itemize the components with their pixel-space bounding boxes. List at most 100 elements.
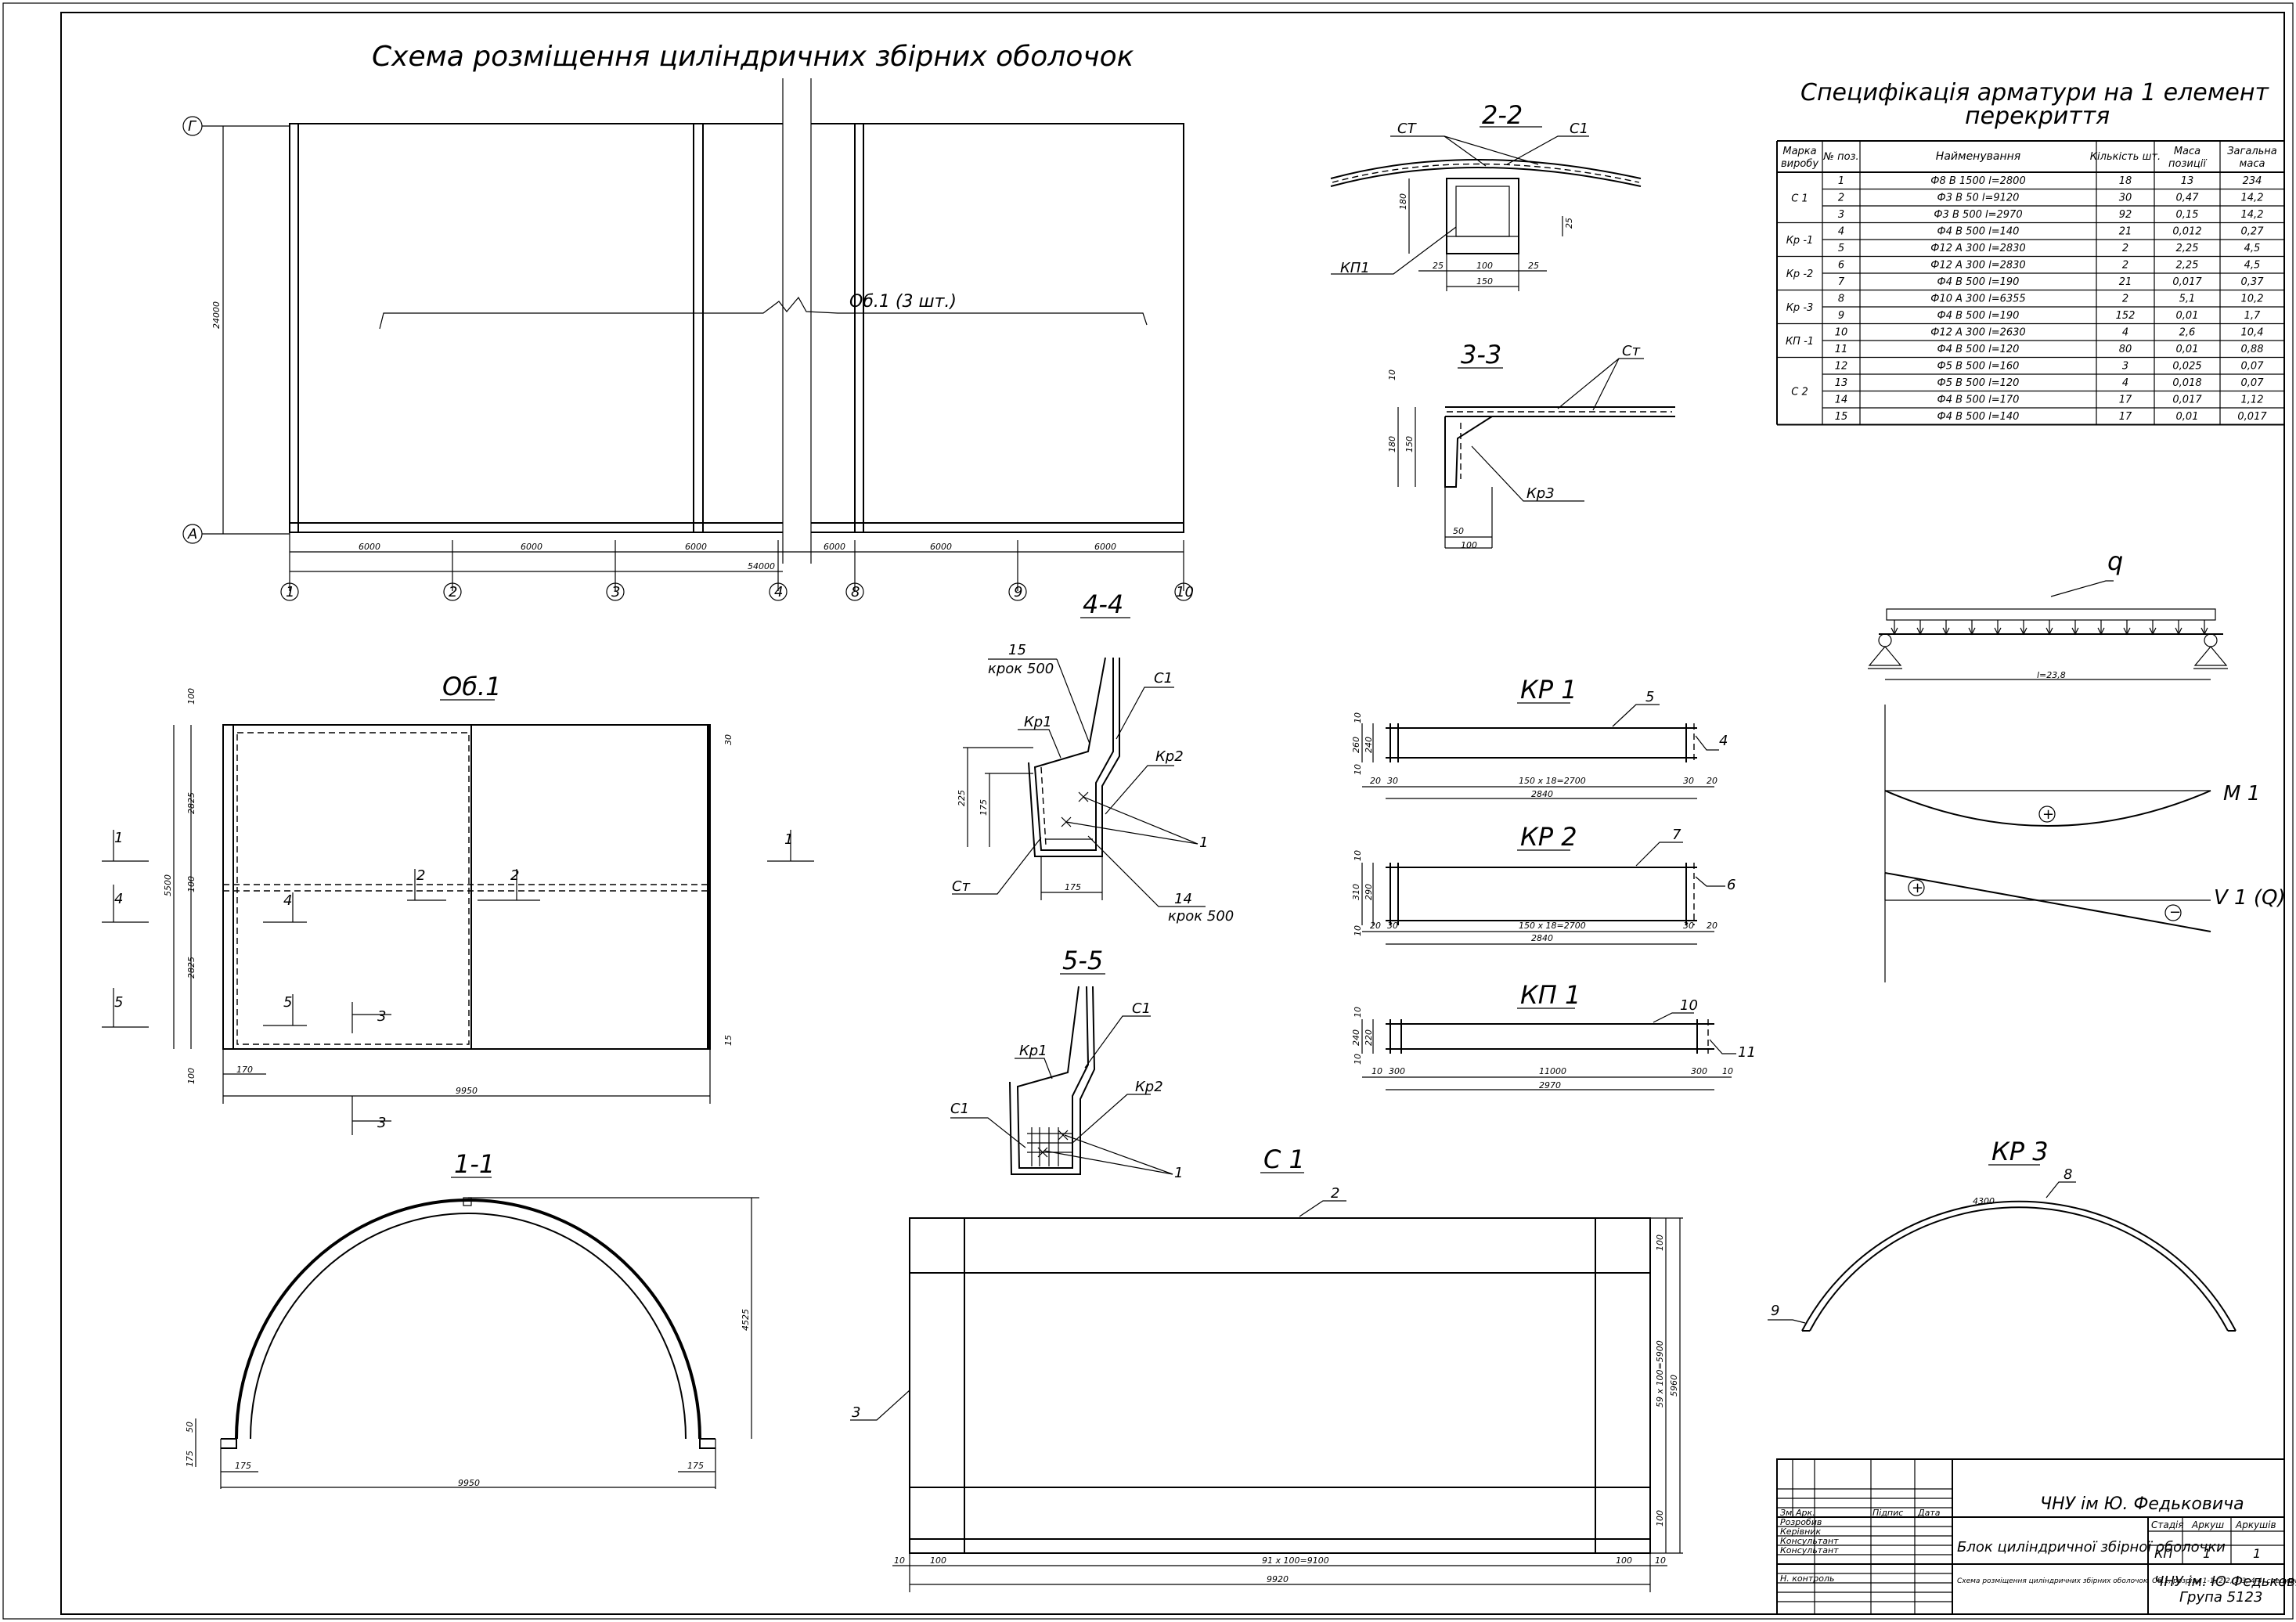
spec-cell-name: Ф10 А 300 l=6355 <box>1930 294 2025 305</box>
spec-header-pos: № поз. <box>1822 151 1858 163</box>
spec-cell-pos: 13 <box>1835 377 1848 389</box>
spec-cell-total: 0,27 <box>2241 226 2265 238</box>
svg-text:4: 4 <box>114 891 123 907</box>
svg-text:3: 3 <box>852 1404 860 1421</box>
spec-cell-total: 10,4 <box>2241 327 2264 339</box>
spec-cell-total: 0,07 <box>2241 377 2265 389</box>
svg-text:10: 10 <box>1353 764 1363 775</box>
svg-text:91 x 100=9100: 91 x 100=9100 <box>1262 1555 1329 1566</box>
svg-text:9920: 9920 <box>1267 1574 1289 1584</box>
spec-cell-mark: С 1 <box>1791 193 1808 204</box>
svg-text:9950: 9950 <box>458 1478 480 1488</box>
frame-kp1: КП 1 10 11 10 220 240 10 10 300 11000 30… <box>1351 980 1756 1090</box>
svg-text:20: 20 <box>1370 776 1381 786</box>
svg-text:175: 175 <box>687 1461 704 1471</box>
spec-cell-pos: 15 <box>1835 411 1848 423</box>
spec-cell-name: Ф4 В 500 l=190 <box>1937 276 2020 288</box>
spec-cell-total: 14,2 <box>2241 209 2264 221</box>
spec-cell-mass: 0,018 <box>2172 377 2201 389</box>
spec-header-name: Найменування <box>1936 150 2020 163</box>
svg-text:6000: 6000 <box>359 542 380 552</box>
svg-text:25: 25 <box>1564 218 1574 229</box>
svg-text:А: А <box>187 526 197 542</box>
spec-cell-qty: 2 <box>2122 243 2128 254</box>
spec-cell-total: 0,07 <box>2241 361 2265 373</box>
spec-cell-qty: 152 <box>2116 310 2136 322</box>
svg-text:2: 2 <box>416 867 425 884</box>
spec-header-total: Загальна <box>2227 146 2277 157</box>
svg-text:ЧНУ ім. Ю Федьковича: ЧНУ ім. Ю Федьковича <box>2154 1573 2296 1590</box>
svg-text:С1: С1 <box>950 1101 969 1117</box>
svg-text:10: 10 <box>1680 997 1698 1014</box>
svg-text:КП 1: КП 1 <box>1520 980 1581 1010</box>
svg-text:+: + <box>2042 806 2054 823</box>
spec-cell-pos: 11 <box>1835 344 1848 355</box>
svg-text:100: 100 <box>1616 1555 1632 1566</box>
svg-text:Розробив: Розробив <box>1780 1517 1822 1527</box>
spec-cell-qty: 21 <box>2119 276 2132 288</box>
spec-header-mark: Марка <box>1782 146 1816 157</box>
svg-text:4: 4 <box>283 892 292 909</box>
svg-text:30: 30 <box>1683 776 1694 786</box>
svg-text:5-5: 5-5 <box>1062 946 1103 975</box>
svg-text:3: 3 <box>377 1008 386 1025</box>
frame-kr3: КР 3 4300 8 9 <box>1768 1137 2237 1332</box>
svg-text:Кр2: Кр2 <box>1155 748 1184 765</box>
svg-text:С1: С1 <box>1132 1000 1151 1017</box>
svg-text:Зм.: Зм. <box>1780 1508 1795 1518</box>
spec-cell-total: 14,2 <box>2241 193 2264 204</box>
spec-header-qty: Кількість шт. <box>2090 151 2161 163</box>
spec-cell-total: 0,88 <box>2241 344 2264 355</box>
svg-text:8: 8 <box>851 584 860 600</box>
spec-cell-name: Ф3 В 50 l=9120 <box>1937 193 2020 204</box>
svg-text:2970: 2970 <box>1539 1080 1561 1090</box>
svg-text:крок 500: крок 500 <box>1168 908 1234 925</box>
svg-text:100: 100 <box>186 688 196 705</box>
svg-text:10: 10 <box>1387 369 1397 380</box>
spec-cell-qty: 18 <box>2119 175 2132 187</box>
svg-text:Арк.: Арк. <box>1795 1508 1815 1518</box>
svg-text:10: 10 <box>1353 1054 1363 1065</box>
svg-text:20: 20 <box>1707 776 1717 786</box>
svg-text:1: 1 <box>114 830 123 846</box>
spec-cell-pos: 6 <box>1838 260 1844 272</box>
svg-text:q: q <box>2107 546 2123 576</box>
svg-text:100: 100 <box>186 1068 196 1084</box>
stamp-description: Схема розміщення циліндричних збірних об… <box>1957 1577 2296 1585</box>
spec-cell-mark: КП -1 <box>1786 336 1814 348</box>
spec-cell-qty: 30 <box>2119 193 2132 204</box>
spec-cell-name: Ф4 В 500 l=140 <box>1937 226 2020 238</box>
spec-cell-mass: 13 <box>2181 175 2194 187</box>
svg-text:10: 10 <box>894 1555 905 1566</box>
svg-text:2-2: 2-2 <box>1482 100 1523 130</box>
svg-text:1: 1 <box>2253 1546 2261 1561</box>
spec-cell-name: Ф12 А 300 l=2830 <box>1930 260 2025 272</box>
svg-text:150: 150 <box>1404 436 1415 452</box>
spec-cell-total: 1,7 <box>2244 310 2261 322</box>
spec-cell-mark: Кр -2 <box>1786 269 1814 280</box>
svg-text:10: 10 <box>1353 925 1363 936</box>
svg-text:240: 240 <box>1351 1029 1361 1046</box>
spec-cell-pos: 7 <box>1838 276 1845 288</box>
spec-cell-name: Ф4 В 500 l=190 <box>1937 310 2020 322</box>
spec-cell-name: Ф5 В 500 l=120 <box>1937 377 2020 389</box>
svg-text:Дата: Дата <box>1917 1508 1941 1518</box>
svg-text:1: 1 <box>784 831 793 848</box>
spec-cell-pos: 8 <box>1838 294 1844 305</box>
spec-cell-qty: 92 <box>2119 209 2132 221</box>
stamp-project: Блок циліндричної збірної оболочки <box>1957 1539 2226 1555</box>
svg-text:170: 170 <box>236 1065 253 1075</box>
spec-cell-mass: 0,012 <box>2172 226 2201 238</box>
svg-text:8: 8 <box>2064 1166 2072 1183</box>
svg-text:6: 6 <box>1727 877 1736 893</box>
frame-kr2: КР 2 7 6 10 290 310 10 20 30 150 x 18=27… <box>1351 822 1736 945</box>
svg-text:10: 10 <box>1353 850 1363 861</box>
svg-text:Н. контроль: Н. контроль <box>1780 1573 1834 1584</box>
svg-text:4-4: 4-4 <box>1083 589 1123 619</box>
svg-text:КП1: КП1 <box>1340 260 1370 276</box>
svg-text:6000: 6000 <box>521 542 542 552</box>
svg-text:Г: Г <box>188 118 197 135</box>
svg-text:2840: 2840 <box>1531 933 1553 943</box>
spec-cell-mark: С 2 <box>1791 387 1808 398</box>
